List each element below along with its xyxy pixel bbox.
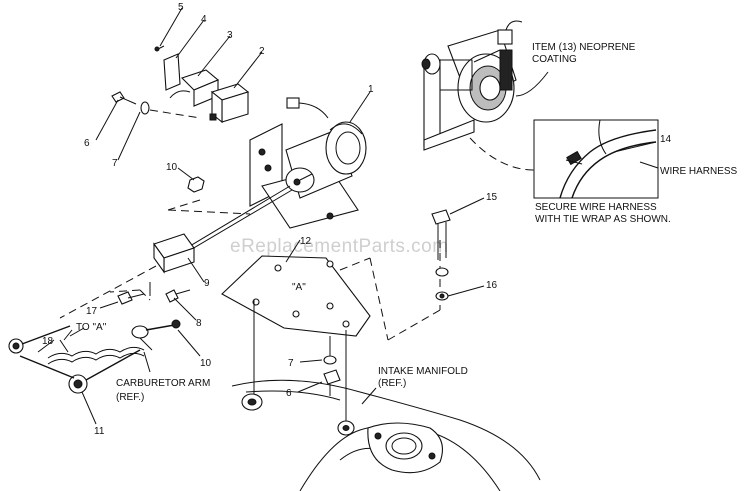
item13-note-line2: COATING [532,54,577,65]
screw-8 [165,289,191,303]
lever-11 [19,349,141,394]
watermark-text: eReplacementParts.com [230,236,449,257]
screw-and-washer-set [111,91,201,119]
throttle-spring [8,325,145,365]
callout-6-lower: 6 [286,388,292,399]
callout-4: 4 [201,14,207,25]
callout-2: 2 [259,46,265,57]
callout-5: 5 [178,2,184,13]
intake-manifold-label-line2: (REF.) [378,378,406,389]
wire-harness-label: WIRE HARNESS [660,166,738,177]
callout-7-lower: 7 [288,358,294,369]
hex-nut-upper [187,176,205,193]
item13-note-line1: ITEM (13) NEOPRENE [532,42,636,53]
callout-16: 16 [486,280,498,291]
secure-note-line2: WITH TIE WRAP AS SHOWN. [535,214,671,225]
callout-10-lower: 10 [200,358,212,369]
control-module-assembly [154,45,329,124]
callout-6-upper: 6 [84,138,90,149]
callout-17: 17 [86,306,98,317]
to-a-label: TO "A" [76,322,107,333]
plate-ref-a-label: "A" [292,282,306,293]
carburetor-arm-label-line1: CARBURETOR ARM [116,378,210,389]
callout-1: 1 [368,84,374,95]
callout-9: 9 [204,278,210,289]
governor-actuator-assembly [249,121,367,229]
callout-7-upper: 7 [112,158,118,169]
intake-manifold [231,379,541,491]
lower-fasteners [323,336,341,396]
callout-8: 8 [196,318,202,329]
intake-manifold-label-line1: INTAKE MANIFOLD [378,366,468,377]
secure-note-line1: SECURE WIRE HARNESS [535,202,657,213]
link-connector [153,233,195,274]
actuator-detail-view [421,20,523,151]
callout-15: 15 [486,192,498,203]
callout-12: 12 [300,236,312,247]
callout-3: 3 [227,30,233,41]
callout-11: 11 [94,426,105,437]
carburetor-arm-label-line2: (REF.) [116,392,144,403]
carburetor-arm [131,319,181,351]
callout-14: 14 [660,134,672,145]
bolt-15-and-washers [431,209,451,301]
wire-harness-inset [533,119,659,199]
mounting-plate [221,255,371,337]
callout-18: 18 [42,336,54,347]
callout-10-upper: 10 [166,162,178,173]
screw-17 [117,291,145,305]
